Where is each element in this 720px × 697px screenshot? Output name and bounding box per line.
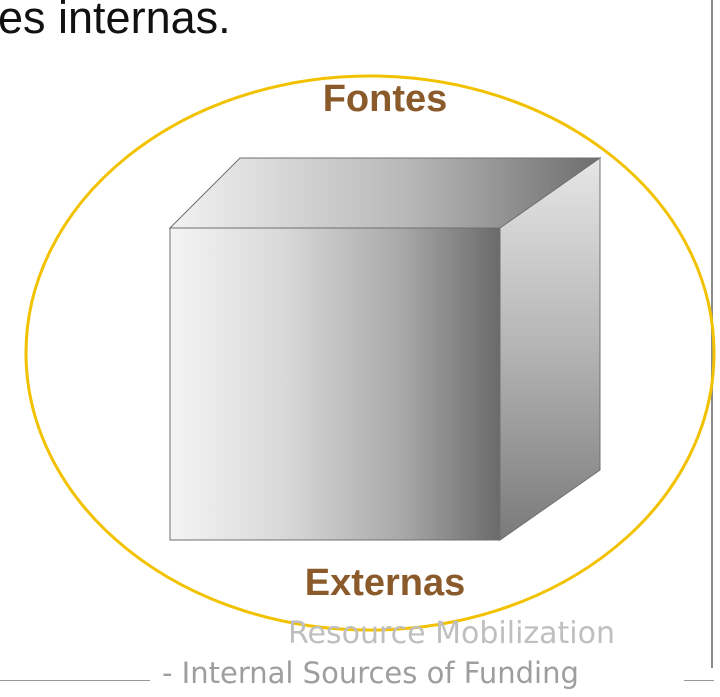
footer-subtitle: - Internal Sources of Funding	[162, 656, 579, 690]
slide-heading-fragment: es internas.	[0, 0, 231, 43]
fontes-label: Fontes	[322, 78, 448, 120]
footer-title: Resource Mobilization	[288, 616, 615, 651]
footer-rule-right	[684, 680, 714, 681]
cube-side-face	[499, 157, 601, 541]
footer-rule-left	[0, 680, 150, 681]
highlight-circle	[24, 74, 716, 632]
externas-label: Externas	[304, 562, 466, 604]
cube-shape	[168, 157, 602, 541]
cube-front-face	[169, 227, 501, 541]
